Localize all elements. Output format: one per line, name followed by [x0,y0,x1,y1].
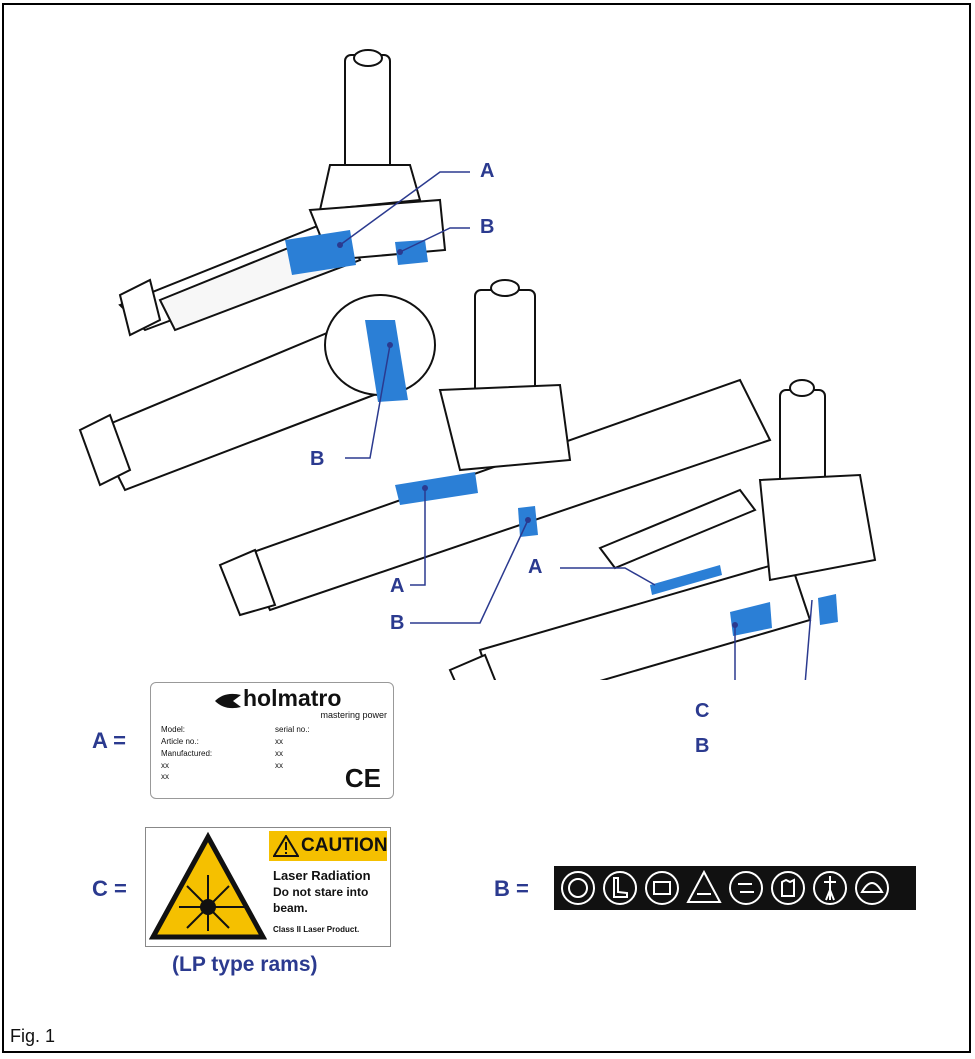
figure-frame [2,3,971,1053]
type-plate-label: holmatro mastering power Model: serial n… [150,682,394,799]
laser-warning-icon [149,831,267,940]
laser-line-2: Do not stare into [273,885,369,899]
safety-boot-icon [603,871,637,905]
extra-label-2: xx [161,772,169,781]
holmatro-logo-icon [215,693,241,709]
laser-line-3: beam. [273,901,308,915]
caution-text: CAUTION [301,835,388,856]
article-value: xx [275,737,283,746]
callout-b-mid: B [310,448,325,470]
laser-line-1: Laser Radiation [273,868,371,883]
callout-b-top: B [480,216,495,238]
leader-lines [339,171,813,680]
extra-label-1: xx [161,761,169,770]
legend-c-equals: C = [92,876,127,901]
figure-caption: Fig. 1 [10,1026,56,1046]
lp-type-note: (LP type rams) [172,953,318,976]
brand-name: holmatro [243,685,342,711]
model-label: Model: [161,725,186,734]
laser-line-4: Class II Laser Product. [273,925,360,934]
callout-b-center: B [390,612,405,634]
extra-value-1: xx [275,761,283,770]
warning-triangle-icon [273,835,299,857]
ram-4 [448,379,877,680]
ram-1 [118,49,447,337]
laser-caution-label: CAUTION Laser Radiation Do not stare int… [145,827,391,947]
callout-a-right: A [528,556,543,578]
brand-slogan: mastering power [320,710,387,720]
pinch-hazard-icon [729,871,763,905]
label-patches [285,230,838,636]
read-manual-icon [645,871,679,905]
caution-header: CAUTION [269,831,388,861]
helmet-icon [855,871,889,905]
legend-b-equals: B = [494,876,529,901]
protective-suit-icon [813,871,847,905]
gloves-icon [771,871,805,905]
callout-a-center: A [390,575,405,597]
face-shield-icon [561,871,595,905]
callout-c-right: C [695,700,710,722]
article-label: Article no.: [161,737,199,746]
ce-mark: CE [344,763,381,793]
legend-a-equals: A = [92,728,127,753]
callout-b-right: B [695,735,710,757]
serial-label: serial no.: [275,725,310,734]
manufactured-value: xx [275,749,283,758]
rams-illustration [78,49,877,680]
safety-pictogram-strip [554,866,916,910]
ram-3 [218,279,772,617]
manufactured-label: Manufactured: [161,749,213,758]
warning-crush-icon [686,869,722,903]
callout-a-top: A [480,160,495,182]
